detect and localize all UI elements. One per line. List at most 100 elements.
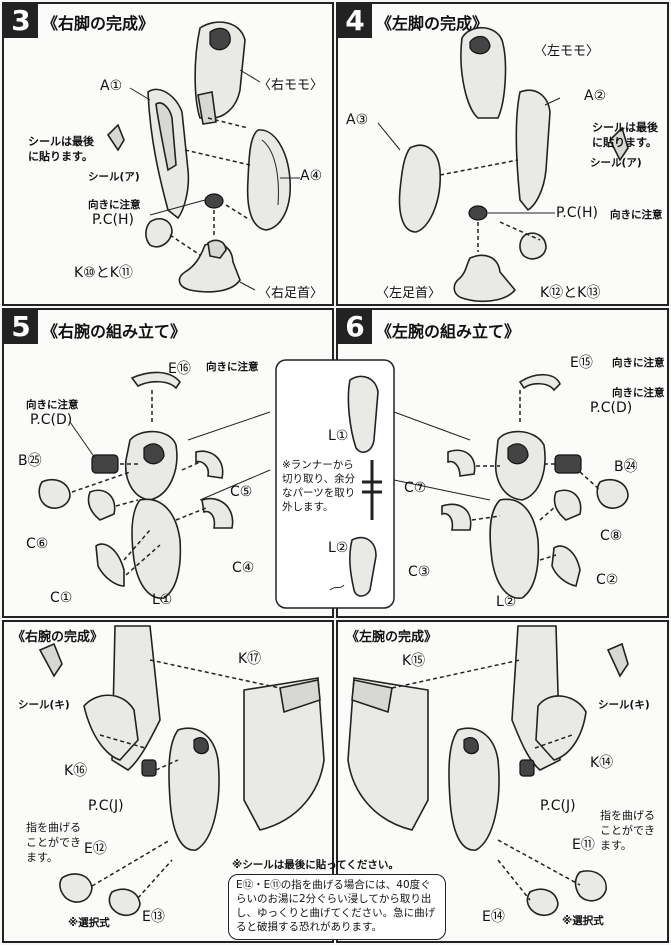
left-forearm-part <box>448 727 500 851</box>
label-l2: L② <box>496 594 517 610</box>
label-e15: E⑮ <box>570 355 593 371</box>
step4-caution: 向きに注意 <box>610 209 663 221</box>
c6-part <box>87 489 116 521</box>
label-k12-k13: K⑫とK⑬ <box>540 285 601 301</box>
step4-pc-h: P.C(H) <box>556 205 598 221</box>
step3-seal-note: シールは最後に貼ります。 <box>28 135 94 163</box>
step5-caution2: 向きに注意 <box>26 399 79 411</box>
label-a4: A④ <box>300 168 323 184</box>
pc-h-part-left <box>468 205 488 221</box>
left-thigh-part <box>460 26 507 119</box>
step5-pc-d: P.C(D) <box>30 412 73 428</box>
e13-hand-part <box>108 888 141 917</box>
left-ankle-part <box>453 254 517 303</box>
label-k15: K⑮ <box>402 653 426 669</box>
right-arm-finger-note: 指を曲げることができます。 <box>26 821 81 864</box>
pc-h-part-right <box>204 193 224 209</box>
right-arm-pc-j: P.C(J) <box>88 798 124 814</box>
armor-a4-part <box>246 129 291 231</box>
step4-seal-label: シール(ア) <box>590 157 642 169</box>
label-e13: E⑬ <box>142 909 165 925</box>
step3-number: 3 <box>4 4 38 38</box>
runner-note: ※ランナーから切り取り、余分なパーツを取り外します。 <box>282 459 356 513</box>
seal-last-note: ※シールは最後に貼ってください。 <box>232 859 399 871</box>
label-right-ankle: 〈右足首〉 <box>258 286 324 301</box>
k10-k11-parts <box>145 218 173 248</box>
step5-title: 《右腕の組み立て》 <box>42 322 187 341</box>
left-shoulder-part <box>494 430 546 501</box>
right-forearm-part <box>168 727 220 851</box>
c7-part <box>447 449 476 477</box>
label-c1: C① <box>50 590 73 606</box>
pc-j-part-right <box>141 759 157 777</box>
label-e11: E⑪ <box>572 837 595 853</box>
e11-hand-part <box>574 870 607 902</box>
step6-caution1: 向きに注意 <box>612 357 665 369</box>
left-arm-finger-note: 指を曲げることができます。 <box>600 809 655 852</box>
armor-a1-part <box>147 88 190 220</box>
right-shoulder-part <box>124 430 178 501</box>
step4-title: 《左脚の完成》 <box>376 14 489 33</box>
runner-l2-part <box>349 536 377 597</box>
finger-warning-box <box>228 874 446 940</box>
left-arm-title: 《左腕の完成》 <box>346 630 438 645</box>
label-l1: L① <box>152 592 173 608</box>
right-arm-select: ※選択式 <box>68 917 110 929</box>
runner-label-l2: L② <box>328 540 349 556</box>
label-e14: E⑭ <box>482 909 505 925</box>
pc-d-part-right <box>91 454 119 474</box>
b25-part <box>38 478 71 509</box>
step5-caution1: 向きに注意 <box>206 361 259 373</box>
left-arm-seal: シール(キ) <box>598 699 650 711</box>
step4-seal-note: シールは最後に貼ります。 <box>592 121 658 149</box>
e15-part <box>518 373 561 392</box>
c4-part <box>201 497 234 529</box>
label-c8: C⑧ <box>600 528 623 544</box>
seal-a-icon-left <box>609 126 629 162</box>
label-left-thigh: 〈左モモ〉 <box>534 44 600 59</box>
separate-arrow-icon <box>362 460 382 520</box>
k17-part <box>243 677 325 831</box>
right-ankle-part <box>178 239 241 293</box>
step3-pc-h: P.C(H) <box>92 212 134 228</box>
right-thigh-part <box>194 21 246 125</box>
label-a2: A② <box>584 88 607 104</box>
seal-ki-icon-left <box>606 642 629 678</box>
step6-number: 6 <box>338 310 372 344</box>
step3-seal-label: シール(ア) <box>88 171 140 183</box>
k15-part <box>347 677 429 831</box>
pc-d-part-left <box>554 454 582 474</box>
label-c3: C③ <box>408 564 431 580</box>
label-b24: B㉔ <box>614 459 638 475</box>
step3-caution: 向きに注意 <box>88 199 141 211</box>
e16-part <box>130 371 181 390</box>
left-arm-pc-j: P.C(J) <box>540 798 576 814</box>
label-e16: E⑯ <box>168 361 191 377</box>
armor-a3-part <box>398 144 441 233</box>
label-k16: K⑯ <box>64 763 88 779</box>
label-a3: A③ <box>346 112 369 128</box>
label-right-thigh: 〈右モモ〉 <box>258 78 324 93</box>
step6-pc-d: P.C(D) <box>590 400 633 416</box>
l2-arm-part <box>489 498 540 599</box>
label-c2: C② <box>596 572 619 588</box>
label-c5: C⑤ <box>230 484 253 500</box>
c5-part <box>195 450 224 479</box>
c3-part <box>441 503 472 531</box>
label-k10-k11: K⑩とK⑪ <box>74 265 133 281</box>
label-e12: E⑫ <box>84 841 107 857</box>
label-left-ankle: 〈左足首〉 <box>376 286 442 301</box>
e14-hand-part <box>526 888 559 917</box>
k16-part <box>83 694 139 761</box>
label-k17: K⑰ <box>238 651 262 667</box>
left-arm-select: ※選択式 <box>562 915 604 927</box>
e12-hand-part <box>59 873 93 903</box>
runner-sprue-icon <box>329 584 345 591</box>
seal-a-icon <box>106 123 125 152</box>
b24-part <box>596 478 629 509</box>
step6-caution2: 向きに注意 <box>612 387 665 399</box>
label-c4: C④ <box>232 560 255 576</box>
step5-number: 5 <box>4 310 38 344</box>
label-k14: K⑭ <box>590 755 614 771</box>
